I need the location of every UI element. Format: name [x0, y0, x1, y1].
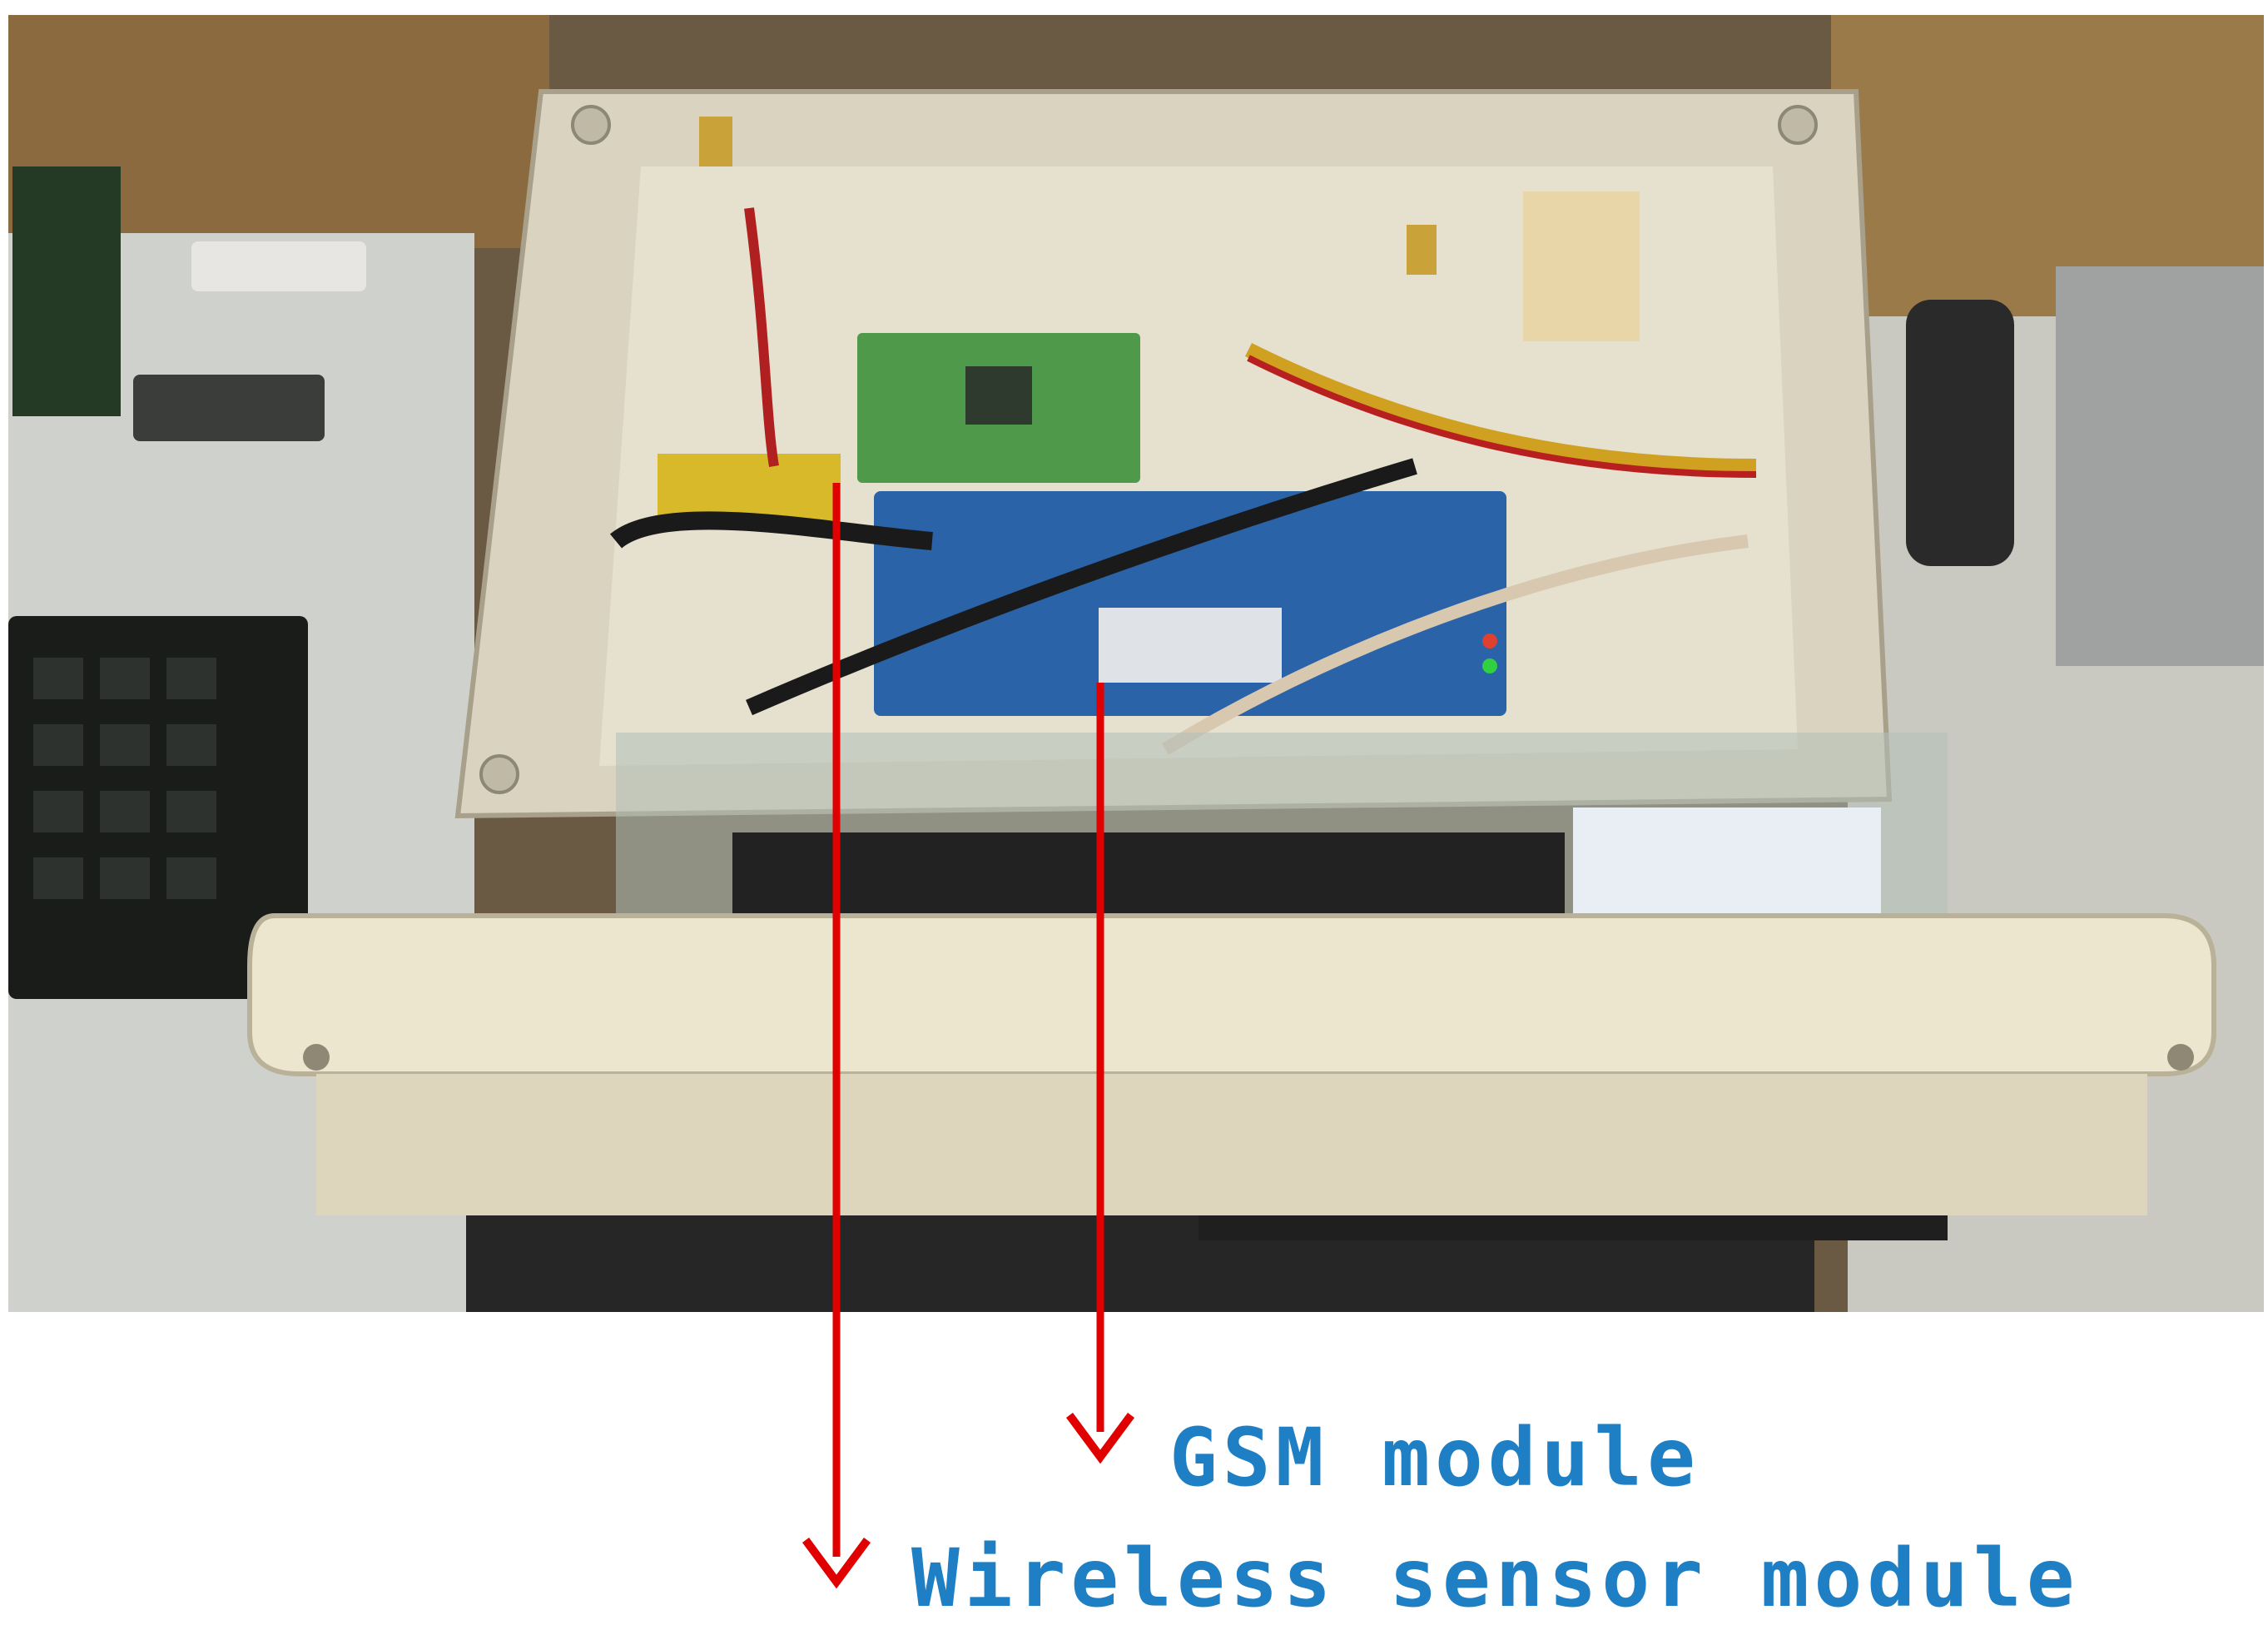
screw — [571, 105, 611, 145]
keyboard — [8, 616, 308, 999]
yellow-connector — [658, 454, 841, 520]
chip — [965, 366, 1032, 425]
cable-twisted — [1244, 342, 1757, 474]
plastic-bag — [2056, 266, 2264, 666]
plug-block — [1523, 191, 1640, 341]
device-box-dark — [133, 375, 325, 441]
cable-black — [609, 511, 933, 550]
gsm-chip-label — [1099, 608, 1282, 683]
cable-ethernet — [1161, 534, 1749, 755]
green-box — [12, 166, 121, 416]
led-green — [1482, 658, 1497, 673]
screw — [303, 1044, 330, 1071]
cable-red — [744, 207, 779, 467]
arrow-gsm-head — [1065, 1413, 1135, 1464]
cable-black-2 — [746, 458, 1417, 716]
bottle — [1906, 300, 2014, 566]
wireless-sensor-module-label: Wireless sensor module — [911, 1532, 2080, 1625]
lid-panel — [316, 1074, 2147, 1215]
arrow-wireless-head — [801, 1538, 871, 1589]
antenna-connector — [699, 117, 732, 166]
antenna-connector — [1407, 225, 1437, 275]
cable-twisted-red — [1247, 355, 1757, 478]
screw — [2167, 1044, 2194, 1071]
screw — [479, 754, 519, 794]
led-red — [1482, 634, 1497, 649]
lid-rim — [247, 913, 2216, 1076]
lid-label — [1573, 808, 1881, 924]
gsm-module-label: GSM module — [1169, 1411, 1700, 1504]
device-box — [191, 241, 366, 291]
screw — [1778, 105, 1818, 145]
